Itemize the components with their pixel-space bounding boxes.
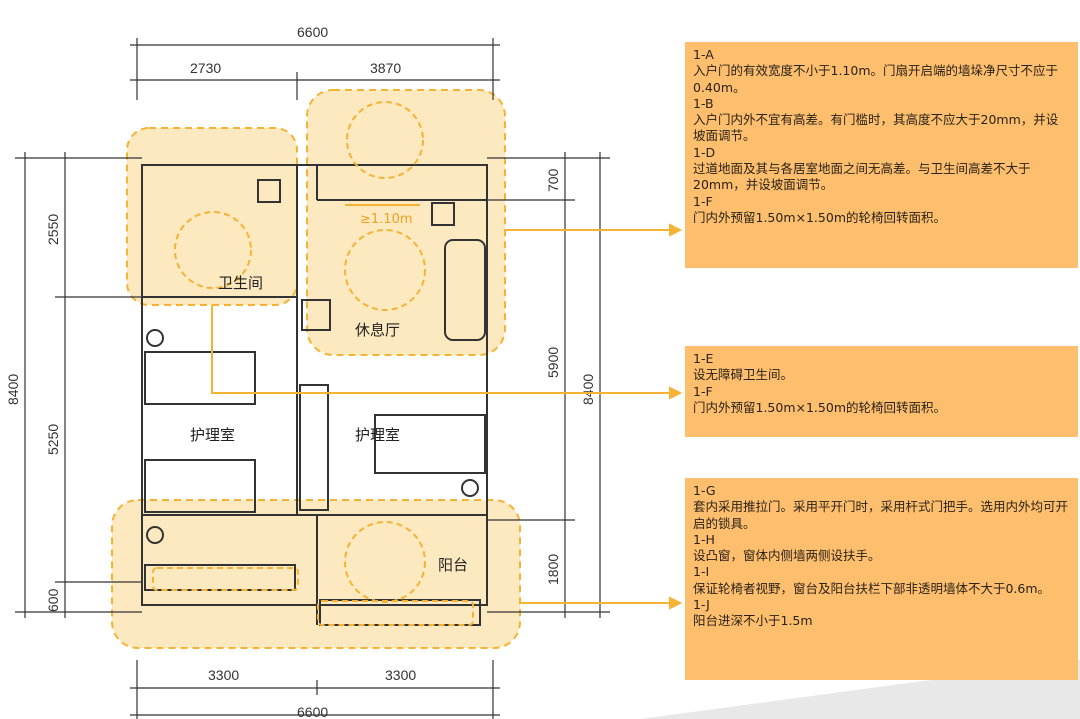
note-box-entry: 1-A 入户门的有效宽度不小于1.10m。门扇开启端的墙垛净尺寸不应于0.40m… xyxy=(685,42,1078,268)
dim-bottom-left: 3300 xyxy=(208,667,239,683)
dim-left-c: 600 xyxy=(45,588,61,612)
note-code: 1-B xyxy=(693,95,714,111)
dim-left-a: 2550 xyxy=(45,214,61,245)
zone-bathroom xyxy=(126,127,298,306)
connectors xyxy=(211,223,683,610)
dim-right-b: 5900 xyxy=(545,347,561,378)
note-code: 1-G xyxy=(693,483,716,498)
note-box-bathroom: 1-E 设无障碍卫生间。 1-F 门内外预留1.50m×1.50m的轮椅回转面积… xyxy=(685,346,1078,437)
note-text: 入户门的有效宽度不小于1.10m。门扇开启端的墙垛净尺寸不应于0.40m。 xyxy=(693,63,1059,95)
note-text: 门内外预留1.50m×1.50m的轮椅回转面积。 xyxy=(693,209,946,225)
room-bathroom: 卫生间 xyxy=(218,274,263,292)
dim-top-right: 3870 xyxy=(370,60,401,76)
note-text: 保证轮椅者视野，窗台及阳台扶栏下部非透明墙体不大于0.6m。 xyxy=(693,580,1051,596)
door-width-label: ≥1.10m xyxy=(360,212,413,227)
dim-right-total: 8400 xyxy=(580,374,596,405)
note-code: 1-F xyxy=(693,193,713,209)
note-code: 1-A xyxy=(693,47,714,62)
note-code: 1-D xyxy=(693,144,716,160)
zone-entry xyxy=(306,89,506,356)
dim-top-total: 6600 xyxy=(297,24,328,40)
note-text: 入户门内外不宜有高差。有门槛时，其高度不应大于20mm，并设坡面调节。 xyxy=(693,112,1059,144)
note-code: 1-E xyxy=(693,351,714,366)
dim-left-b: 5250 xyxy=(45,424,61,455)
dim-right-a: 700 xyxy=(545,168,561,192)
dim-right-c: 1800 xyxy=(545,554,561,585)
note-code: 1-F xyxy=(693,383,713,399)
dim-bottom-total: 6600 xyxy=(297,704,328,719)
room-balcony: 阳台 xyxy=(438,556,468,574)
note-box-balcony: 1-G 套内采用推拉门。采用平开门时，采用杆式门把手。选用内外均可开启的锁具。 … xyxy=(685,478,1078,680)
walls xyxy=(141,164,488,626)
note-text: 设凸窗，窗体内侧墙两侧设扶手。 xyxy=(693,548,881,564)
room-care-left: 护理室 xyxy=(190,426,235,444)
note-text: 阳台进深不小于1.5m xyxy=(693,613,813,629)
note-text: 设无障碍卫生间。 xyxy=(693,367,794,383)
note-code: 1-J xyxy=(693,597,710,613)
note-text: 套内采用推拉门。采用平开门时，采用杆式门把手。选用内外均可开启的锁具。 xyxy=(693,499,1069,531)
room-care-right: 护理室 xyxy=(355,426,400,444)
note-text: 过道地面及其与各居室地面之间无高差。与卫生间高差不大于20mm，并设坡面调节。 xyxy=(693,161,1031,193)
dim-top-left: 2730 xyxy=(190,60,221,76)
dim-left-total: 8400 xyxy=(5,374,21,405)
turning-circles xyxy=(152,101,474,626)
room-lounge: 休息厅 xyxy=(355,321,400,339)
dim-bottom-right: 3300 xyxy=(385,667,416,683)
note-code: 1-H xyxy=(693,531,715,547)
note-text: 门内外预留1.50m×1.50m的轮椅回转面积。 xyxy=(693,399,946,415)
note-code: 1-I xyxy=(693,564,710,580)
